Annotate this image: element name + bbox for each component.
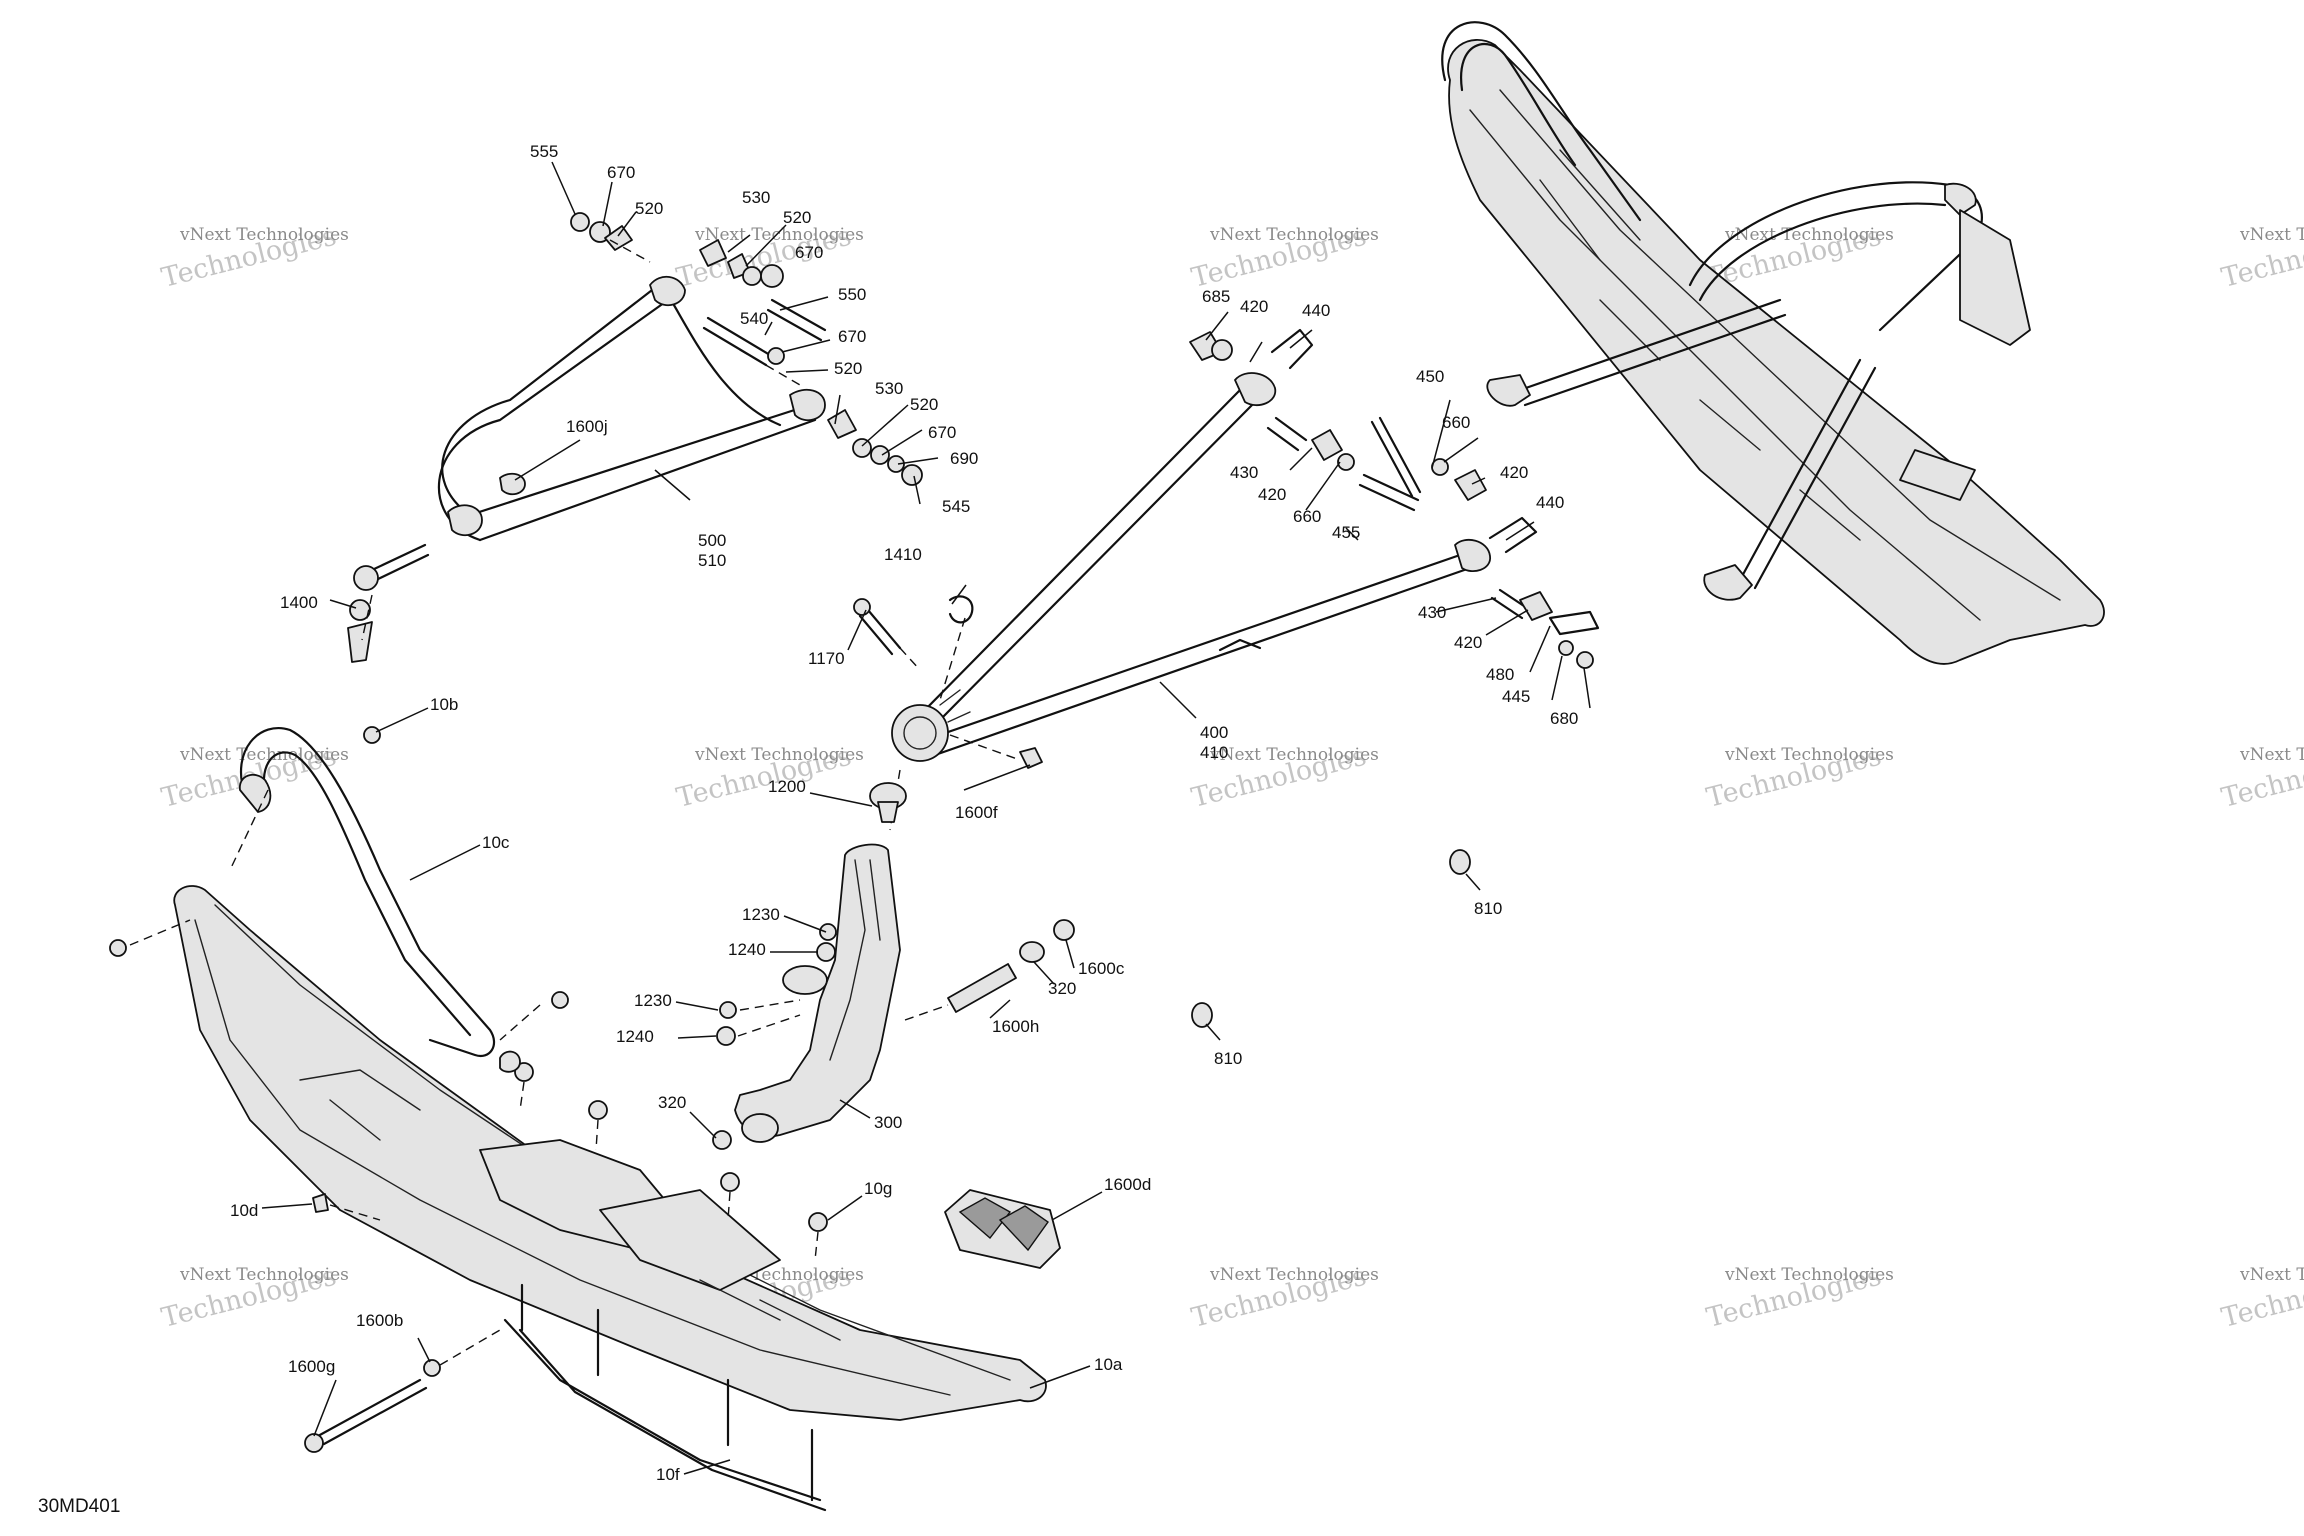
part-number-label: 670 xyxy=(607,163,635,182)
part-number-label: 1600g xyxy=(288,1357,335,1376)
misc-hardware-illustration xyxy=(304,849,1471,1453)
watermark-text: vNext Technologies xyxy=(1209,225,1379,245)
part-number-label: 530 xyxy=(742,188,770,207)
part-number-label: 1600c xyxy=(1078,959,1125,978)
part-number-label: 520 xyxy=(910,395,938,414)
part-number-label: 10f xyxy=(656,1465,680,1484)
part-number-label: 680 xyxy=(1550,709,1578,728)
upper-a-arm-illustration xyxy=(347,276,826,663)
part-number-label: 1230 xyxy=(634,991,672,1010)
part-number-label: 440 xyxy=(1536,493,1564,512)
part-number-label: 545 xyxy=(942,497,970,516)
part-number-label: 1600f xyxy=(955,803,998,822)
part-number-label: 320 xyxy=(1048,979,1076,998)
part-number-label: 445 xyxy=(1502,687,1530,706)
part-number-label: 670 xyxy=(928,423,956,442)
watermark-text: vNext Technologies xyxy=(179,225,349,245)
part-number-label: 670 xyxy=(838,327,866,346)
part-number-label: 1410 xyxy=(884,545,922,564)
part-number-label: 420 xyxy=(1240,297,1268,316)
part-number-label: 10a xyxy=(1094,1355,1123,1374)
part-number-label: 1600h xyxy=(992,1017,1039,1036)
part-number-label: 550 xyxy=(838,285,866,304)
part-number-label: 300 xyxy=(874,1113,902,1132)
part-number-label: 1400 xyxy=(280,593,318,612)
watermark-text: vNext Technologies xyxy=(694,225,864,245)
front-ski-illustration xyxy=(173,885,1047,1512)
watermark-text: vNext Technologies xyxy=(179,1265,349,1285)
part-number-label: 520 xyxy=(783,208,811,227)
part-number-label: 555 xyxy=(530,142,558,161)
part-number-label: 1170 xyxy=(808,649,845,668)
part-number-label: 520 xyxy=(834,359,862,378)
part-number-label: 670 xyxy=(795,243,823,262)
watermark-text: vNext Technologies xyxy=(1724,1265,1894,1285)
part-number-label: 540 xyxy=(740,309,768,328)
part-number-label: 480 xyxy=(1486,665,1514,684)
part-labels: 555 670 520 530 520 670 550 540 670 520 … xyxy=(38,142,1578,1517)
upper-arm-hardware-illustration xyxy=(570,212,923,486)
part-number-label: 510 xyxy=(698,551,726,570)
watermark-text: vNext Technologies xyxy=(2239,745,2304,765)
part-number-label: 450 xyxy=(1416,367,1444,386)
part-number-label: 10d xyxy=(230,1201,258,1220)
part-number-label: 420 xyxy=(1258,485,1286,504)
diagram-code: 30MD401 xyxy=(38,1496,120,1517)
part-number-label: 660 xyxy=(1293,507,1321,526)
part-number-label: 1200 xyxy=(768,777,806,796)
lower-arm-hardware-illustration xyxy=(1189,328,1600,669)
part-number-label: 320 xyxy=(658,1093,686,1112)
part-number-label: 420 xyxy=(1454,633,1482,652)
part-number-label: 1600j xyxy=(566,417,608,436)
part-number-label: 1600d xyxy=(1104,1175,1151,1194)
part-number-label: 400 xyxy=(1200,723,1228,742)
part-number-label: 430 xyxy=(1418,603,1446,622)
part-number-label: 420 xyxy=(1500,463,1528,482)
part-number-label: 440 xyxy=(1302,301,1330,320)
lower-a-arm-illustration xyxy=(853,372,1491,831)
watermark-text: vNext Technologies xyxy=(2239,1265,2304,1285)
spindle-illustration xyxy=(712,843,1075,1150)
part-number-label: 1600b xyxy=(356,1311,403,1330)
part-number-label: 500 xyxy=(698,531,726,550)
assembled-ski-illustration xyxy=(1441,21,2105,665)
part-number-label: 410 xyxy=(1200,743,1228,762)
part-number-label: 660 xyxy=(1442,413,1470,432)
watermark-text: vNext Technologies xyxy=(179,745,349,765)
part-number-label: 455 xyxy=(1332,523,1360,542)
leader-lines xyxy=(261,161,1591,1475)
part-number-label: 1240 xyxy=(728,940,766,959)
part-number-label: 810 xyxy=(1214,1049,1242,1068)
watermark-text: vNext Technologies xyxy=(2239,225,2304,245)
part-number-label: 685 xyxy=(1202,287,1230,306)
part-number-label: 530 xyxy=(875,379,903,398)
watermark-text: vNext Technologies xyxy=(694,745,864,765)
wear-pad-illustration xyxy=(944,1189,1061,1269)
part-number-label: 1240 xyxy=(616,1027,654,1046)
part-number-label: 10c xyxy=(482,833,510,852)
watermark-text: vNext Technologies xyxy=(1724,745,1894,765)
part-number-label: 520 xyxy=(635,199,663,218)
part-number-label: 810 xyxy=(1474,899,1502,918)
watermark-text: vNext Technologies xyxy=(1209,745,1379,765)
watermark-text: vNext Technologies xyxy=(1724,225,1894,245)
part-number-label: 1230 xyxy=(742,905,780,924)
part-number-label: 690 xyxy=(950,449,978,468)
part-number-label: 430 xyxy=(1230,463,1258,482)
part-number-label: 10g xyxy=(864,1179,892,1198)
ski-handle-illustration xyxy=(109,726,569,1073)
part-number-label: 10b xyxy=(430,695,458,714)
watermark-text: vNext Technologies xyxy=(1209,1265,1379,1285)
